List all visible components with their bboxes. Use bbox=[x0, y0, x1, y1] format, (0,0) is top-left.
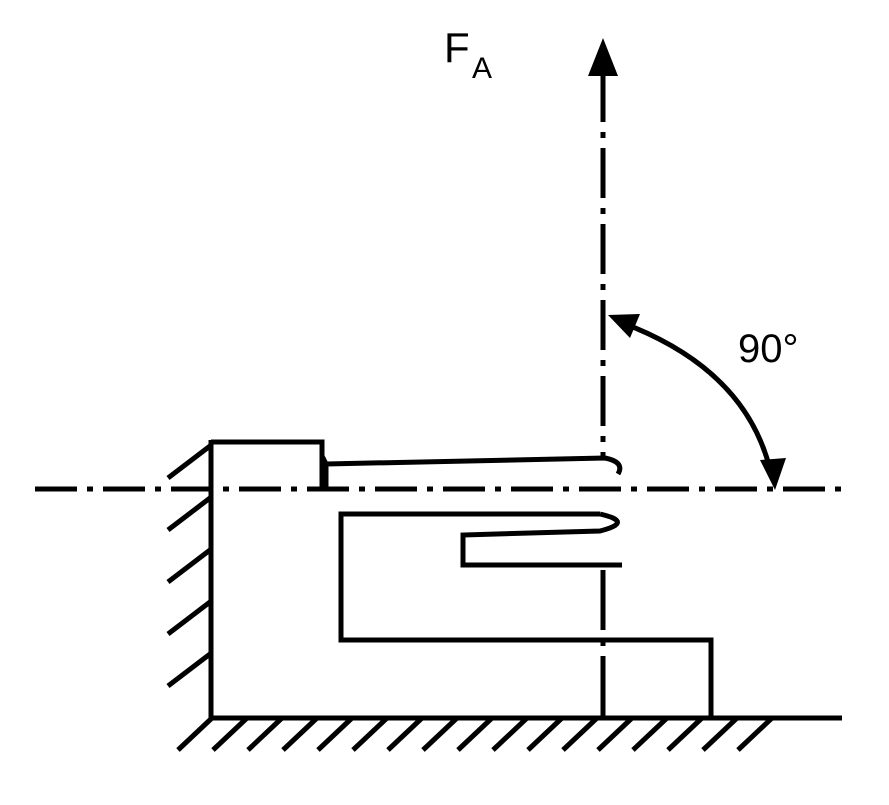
ground-hatching-bottom bbox=[176, 716, 774, 752]
angle-arc bbox=[619, 319, 775, 479]
bracket-body bbox=[211, 439, 714, 721]
angle-label: 90° bbox=[738, 327, 799, 371]
force-arrowhead bbox=[588, 38, 618, 76]
force-label: F bbox=[444, 24, 470, 71]
snap-fit-arm bbox=[319, 454, 623, 488]
angle-arrowhead-top bbox=[608, 314, 640, 338]
wall-hatching-left bbox=[166, 444, 212, 688]
force-label-subscript: A bbox=[472, 52, 492, 85]
angle-arrowhead-bottom bbox=[760, 458, 786, 490]
lower-hook bbox=[460, 511, 622, 568]
